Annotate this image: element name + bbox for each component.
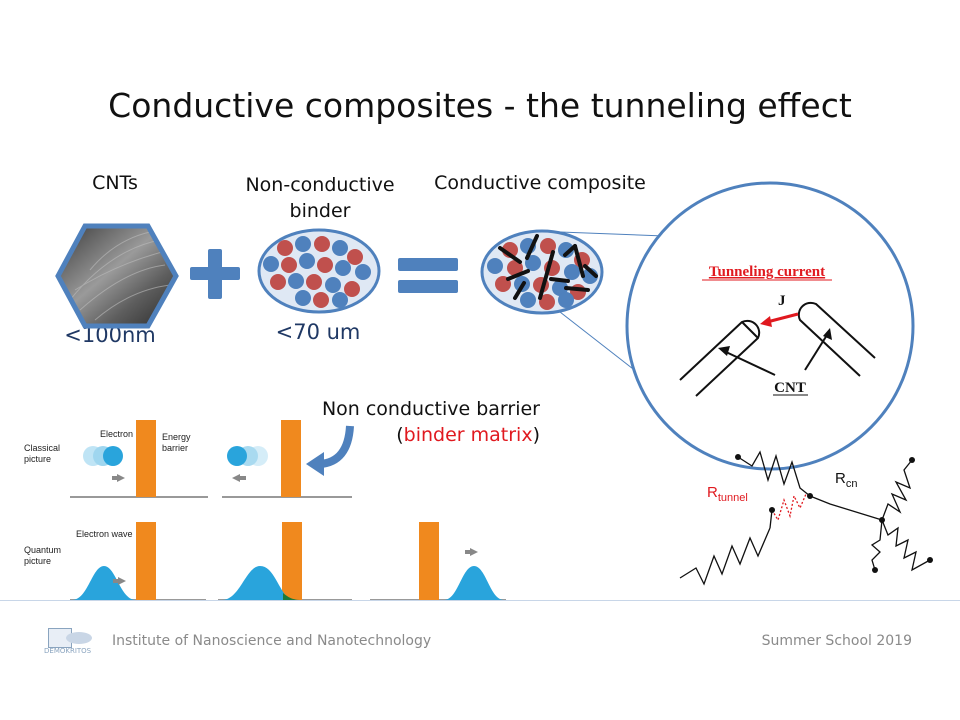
cnt-tube-right (797, 301, 876, 377)
demokritos-logo-icon (48, 626, 96, 648)
r-cn-label: Rcn (835, 470, 857, 490)
composite-particles (480, 229, 604, 315)
curved-arrow-icon (306, 425, 354, 476)
tunnel-resistor (771, 493, 807, 522)
binder-label-line2: binder (289, 200, 351, 222)
barrier-label: Non conductive barrier (binder matrix) (300, 396, 540, 448)
quantum-label-1: Quantum (24, 545, 61, 555)
barrier-line1: Non conductive barrier (321, 398, 540, 420)
cnt-label: CNT (774, 380, 806, 396)
binder-label: Non-conductive binder (230, 172, 410, 224)
equals-icon (398, 258, 458, 293)
cnt-sem-image (55, 223, 179, 329)
tunneling-diagram (70, 420, 506, 601)
classical-label-2: picture (24, 454, 51, 464)
logo-text: DEMOKRITOS (44, 647, 92, 655)
binder-particles (257, 228, 381, 314)
electron-label: Electron (100, 429, 133, 439)
j-arrow (766, 312, 799, 324)
energy-barrier-label-1: Energy (162, 432, 191, 442)
footer-institute: Institute of Nanoscience and Nanotechnol… (112, 633, 432, 649)
cnt-tube-left (679, 319, 761, 397)
resistor-network (679, 450, 931, 586)
tunneling-current-title: Tunneling current (709, 264, 825, 280)
barrier-line2: (binder matrix) (396, 424, 540, 446)
plus-icon (190, 249, 240, 299)
slide-title: Conductive composites - the tunneling ef… (108, 86, 852, 125)
binder-size: <70 um (275, 320, 361, 344)
j-label: J (778, 293, 786, 309)
energy-barrier-label-2: barrier (162, 443, 188, 453)
binder-matrix-text: binder matrix (403, 424, 533, 446)
quantum-label-2: picture (24, 556, 51, 566)
cnts-label: CNTs (92, 172, 138, 194)
composite-label: Conductive composite (434, 172, 646, 194)
footer-divider (0, 600, 960, 601)
binder-label-line1: Non-conductive (245, 174, 395, 196)
electron-wave-label: Electron wave (76, 529, 133, 539)
resistor-nodes (735, 454, 933, 573)
zoom-circle: Tunneling current J CNT (625, 181, 915, 471)
classical-label-1: Classical (24, 443, 60, 453)
footer-school: Summer School 2019 (761, 633, 912, 649)
r-tunnel-label: Rtunnel (707, 484, 748, 504)
